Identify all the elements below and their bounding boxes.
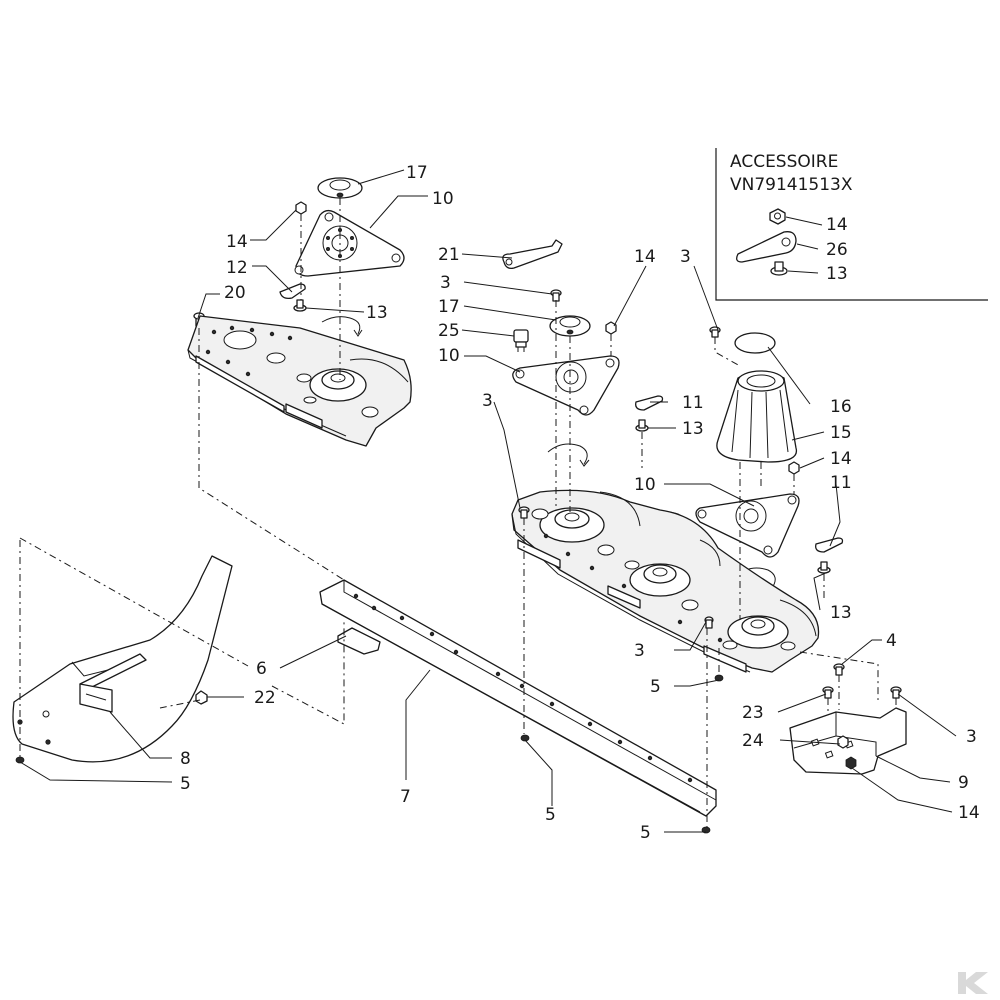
disc-plate-left	[294, 209, 405, 277]
callout-17-top: 17	[406, 163, 428, 183]
callout-13-accessory: 13	[826, 264, 848, 284]
callout-23: 23	[742, 703, 764, 723]
bolt-middle-top	[550, 289, 562, 302]
accessory-blade	[736, 231, 797, 263]
drum-cover	[734, 332, 776, 354]
knife-right	[815, 537, 844, 553]
leader-lines	[19, 169, 957, 833]
callout-labels: 17 10 14 12 13 20 21 3 17 25 10 14 11 13…	[180, 163, 980, 843]
alignment-lines	[19, 198, 897, 830]
callout-25: 25	[438, 321, 460, 341]
bolt-bar-left	[518, 506, 530, 519]
callout-9: 9	[958, 773, 969, 793]
callout-10-right: 10	[634, 475, 656, 495]
callout-8: 8	[180, 749, 191, 769]
accessory-nut	[769, 208, 786, 225]
callout-10-left: 10	[432, 189, 454, 209]
callout-20: 20	[224, 283, 246, 303]
callout-13-middle: 13	[682, 419, 704, 439]
callout-13-right: 13	[830, 603, 852, 623]
callout-22: 22	[254, 688, 276, 708]
callout-5-shield: 5	[180, 774, 191, 794]
callout-11-middle: 11	[682, 393, 704, 413]
callout-14-accessory: 14	[826, 215, 848, 235]
accessory-part-number: VN79141513X	[730, 175, 853, 195]
callout-17-middle: 17	[438, 297, 460, 317]
nuts-5	[15, 616, 724, 834]
callout-10-middle: 10	[438, 346, 460, 366]
bolt-middle-disc	[635, 419, 649, 432]
side-shield	[12, 555, 233, 763]
sensor-switch	[513, 329, 529, 352]
callout-14-right: 14	[830, 449, 852, 469]
accessory-inset: ACCESSOIRE VN79141513X	[715, 148, 988, 301]
accessory-bolt	[770, 261, 788, 276]
nut-left-disc	[295, 201, 307, 215]
cutter-bar-right	[511, 489, 820, 673]
callout-24: 24	[742, 731, 764, 751]
callout-3-bar: 3	[482, 391, 493, 411]
callout-3-middle-top: 3	[440, 273, 451, 293]
support-beam	[319, 579, 717, 817]
conditioning-drum	[716, 370, 798, 463]
callout-12: 12	[226, 258, 248, 278]
clamp-plate	[337, 627, 381, 655]
bolt-left-disc	[293, 299, 307, 312]
callout-11-right: 11	[830, 473, 852, 493]
disc-cap-left	[317, 177, 363, 199]
callout-3-bracket: 3	[966, 727, 977, 747]
shield-nut	[195, 690, 208, 705]
callout-5-bottom: 5	[640, 823, 651, 843]
bracket-fasteners	[822, 663, 902, 770]
bolt-drum	[709, 326, 721, 338]
callout-16: 16	[830, 397, 852, 417]
callout-14-middle: 14	[634, 247, 656, 267]
callout-14-left: 14	[226, 232, 248, 252]
link-arm	[502, 239, 563, 270]
callout-7: 7	[400, 787, 411, 807]
callout-4: 4	[886, 631, 897, 651]
accessory-title: ACCESSOIRE	[730, 152, 838, 172]
callout-13-left: 13	[366, 303, 388, 323]
knife-middle	[635, 395, 664, 411]
disc-plate-right	[695, 493, 800, 558]
nut-right-disc	[788, 461, 800, 475]
brand-logo-icon	[958, 972, 988, 994]
bolt-right-disc	[817, 561, 831, 574]
callout-5-bar-right: 5	[650, 677, 661, 697]
knife-left	[279, 283, 306, 300]
nut-middle-disc	[605, 321, 617, 335]
callout-6: 6	[256, 659, 267, 679]
left-disc-assembly	[187, 177, 412, 447]
callout-26-accessory: 26	[826, 240, 848, 260]
callout-14-bracket: 14	[958, 803, 980, 823]
callout-15: 15	[830, 423, 852, 443]
cutter-bar-left	[187, 315, 412, 447]
right-disc-assembly	[695, 326, 844, 574]
callout-3-bar-right: 3	[634, 641, 645, 661]
callout-21: 21	[438, 245, 460, 265]
callout-5-beam: 5	[545, 805, 556, 825]
disc-plate-middle	[512, 355, 620, 416]
callout-3-drum: 3	[680, 247, 691, 267]
